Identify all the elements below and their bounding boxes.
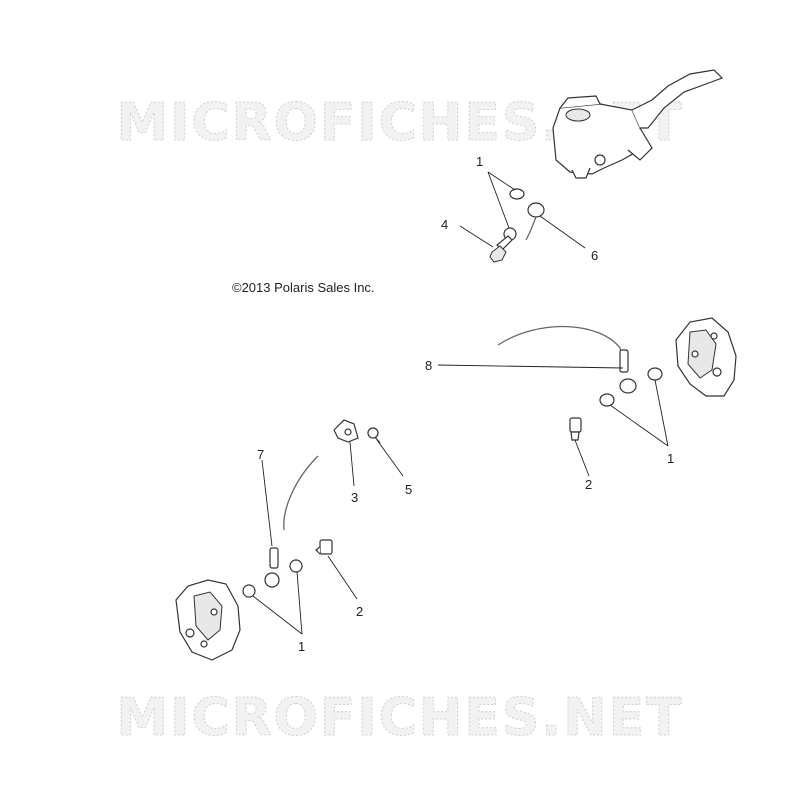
callout-1-top[interactable]: 1 xyxy=(476,154,483,169)
callout-6[interactable]: 6 xyxy=(591,248,598,263)
banjo-washer-left-outer[interactable] xyxy=(289,559,303,573)
banjo-washer-right-inner[interactable] xyxy=(599,393,615,407)
callout-1-right[interactable]: 1 xyxy=(667,451,674,466)
banjo-fitting-left[interactable] xyxy=(264,547,280,588)
callout-3[interactable]: 3 xyxy=(351,490,358,505)
copyright-notice: ©2013 Polaris Sales Inc. xyxy=(232,280,375,295)
clip-screw[interactable] xyxy=(367,427,381,444)
watermark-bottom: MICROFICHES.NET xyxy=(116,688,683,748)
banjo-washer-left-inner[interactable] xyxy=(242,584,256,598)
banjo-washer-upper[interactable] xyxy=(509,188,525,200)
banjo-bolt-top[interactable] xyxy=(489,235,513,263)
brake-hose-left[interactable] xyxy=(283,455,319,531)
callout-4[interactable]: 4 xyxy=(441,217,448,232)
master-cylinder-assembly[interactable] xyxy=(552,69,724,179)
banjo-fitting-top[interactable] xyxy=(525,202,545,241)
banjo-bolt-right[interactable] xyxy=(569,417,582,441)
right-brake-caliper[interactable] xyxy=(675,317,737,397)
banjo-washer-right-outer[interactable] xyxy=(647,367,663,381)
left-brake-caliper[interactable] xyxy=(175,579,241,661)
callout-2-right[interactable]: 2 xyxy=(585,477,592,492)
banjo-fitting-right[interactable] xyxy=(619,349,637,394)
hose-clip[interactable] xyxy=(333,419,359,443)
callout-7[interactable]: 7 xyxy=(257,447,264,462)
callout-8[interactable]: 8 xyxy=(425,358,432,373)
brake-hose-right[interactable] xyxy=(497,325,627,373)
callout-5[interactable]: 5 xyxy=(405,482,412,497)
callout-2-left[interactable]: 2 xyxy=(356,604,363,619)
leader-lines xyxy=(252,171,669,635)
callout-1-left[interactable]: 1 xyxy=(298,639,305,654)
banjo-bolt-left[interactable] xyxy=(315,539,333,555)
